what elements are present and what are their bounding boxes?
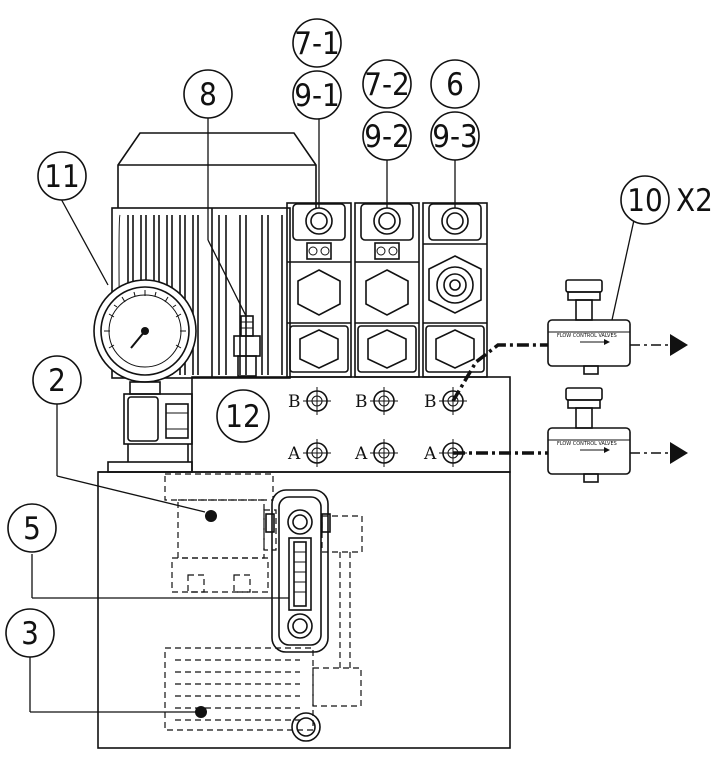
- pump-marker-dot: [205, 510, 217, 522]
- flow-control-valve-lower: FLOW CONTROL VALVES: [547, 387, 631, 483]
- leader-lines: [29, 116, 635, 713]
- flow-valve-label-upper: FLOW CONTROL VALVES: [557, 333, 617, 339]
- valve-stack-2: [354, 202, 420, 378]
- port-label-a1: A: [287, 444, 301, 464]
- callout-3: 3: [5, 608, 55, 658]
- pressure-gauge: [93, 279, 197, 395]
- port-label-a3: A: [423, 444, 437, 464]
- port-a1: [303, 439, 331, 467]
- svg-text:12: 12: [225, 399, 260, 435]
- level-sight-gauge: [265, 489, 331, 653]
- port-a2: [370, 439, 398, 467]
- svg-text:9-3: 9-3: [432, 119, 478, 155]
- port-label-b2: B: [355, 392, 368, 412]
- svg-text:10: 10: [627, 183, 662, 219]
- port-label-a2: A: [354, 444, 368, 464]
- pump: [164, 473, 277, 593]
- callout-10: 10: [620, 175, 670, 225]
- svg-text:2: 2: [48, 363, 66, 399]
- suction-filter: [164, 647, 362, 742]
- svg-text:9-1: 9-1: [294, 78, 340, 114]
- filter-marker-dot: [195, 706, 207, 718]
- svg-text:7-1: 7-1: [294, 26, 340, 62]
- callout-8: 8: [183, 69, 233, 119]
- flow-control-valve-upper: FLOW CONTROL VALVES: [547, 279, 631, 375]
- callout-9-1: 9-1: [292, 70, 342, 120]
- breather-cap: [233, 315, 261, 377]
- return-pipe: [321, 515, 363, 668]
- motor-base: [107, 393, 193, 473]
- manifold-ports: B B B A A A: [287, 387, 467, 467]
- callout-7-2: 7-2: [362, 59, 412, 109]
- port-label-b1: B: [288, 392, 301, 412]
- callout-5: 5: [7, 503, 57, 553]
- callout-9-3: 9-3: [430, 111, 480, 161]
- svg-text:6: 6: [446, 67, 464, 103]
- valve-stack-1: [286, 202, 352, 378]
- arrow-right-icon: [670, 334, 688, 356]
- port-b2: [370, 387, 398, 415]
- flow-valve-label-lower: FLOW CONTROL VALVES: [557, 441, 617, 447]
- callout-10-quantity: X2: [676, 183, 713, 219]
- port-label-b3: B: [424, 392, 437, 412]
- svg-text:11: 11: [44, 159, 79, 195]
- svg-text:9-2: 9-2: [364, 119, 410, 155]
- svg-text:5: 5: [23, 511, 41, 547]
- svg-text:7-2: 7-2: [364, 67, 410, 103]
- hose-lines: [451, 334, 688, 464]
- svg-text:3: 3: [21, 616, 39, 652]
- port-b1: [303, 387, 331, 415]
- arrow-right-icon: [670, 442, 688, 464]
- callout-11: 11: [37, 151, 87, 201]
- callout-7-1: 7-1: [292, 18, 342, 68]
- callout-6: 6: [430, 59, 480, 109]
- svg-text:8: 8: [199, 77, 217, 113]
- callout-9-2: 9-2: [362, 111, 412, 161]
- valve-stack-3: [422, 202, 488, 378]
- callout-2: 2: [32, 355, 82, 405]
- callout-12: 12: [216, 389, 270, 443]
